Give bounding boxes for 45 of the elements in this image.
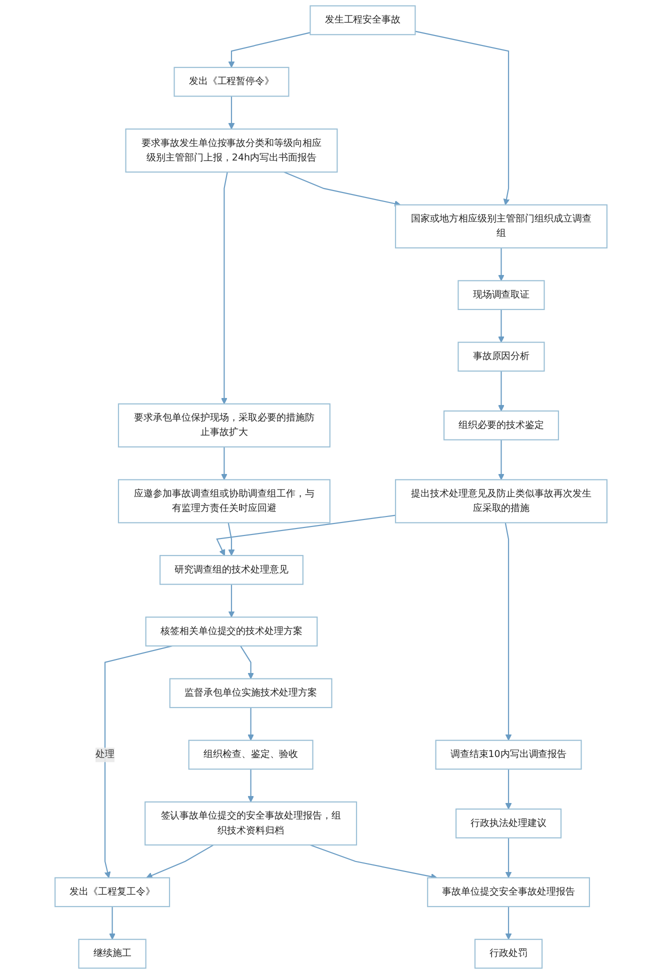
node-box: 提出技术处理意见及防止类似事故再次发生应采取的措施 [394,479,608,524]
node-box: 要求承包单位保护现场，采取必要的措施防止事故扩大 [118,403,330,448]
arrow [228,584,235,618]
node-box: 事故单位提交安全事故处理报告 [427,877,590,908]
node-box: 调查结束10内写出调查报告 [435,740,582,770]
arrow [284,172,401,207]
node-box: 发出《工程复工令》 [54,877,170,908]
node-box: 组织必要的技术鉴定 [443,410,559,440]
node-box: 行政执法处理建议 [455,808,562,838]
node-box: 监督承包单位实施技术处理方案 [169,678,332,708]
arrow [104,645,172,878]
node-box: 发出《工程暂停令》 [174,66,290,97]
arrow [505,769,512,810]
arrow [498,248,504,281]
node-box: 研究调查组的技术处理意见 [160,554,304,585]
arrow [498,309,504,343]
node-box: 国家或地方相应级别主管部门组织成立调查组 [394,204,608,248]
node-box: 核签相关单位提交的技术处理方案 [145,616,318,646]
arrow [498,371,504,412]
node-box: 发生工程安全事故 [310,5,416,36]
arrow [505,906,512,940]
arrow [109,906,116,940]
node-box: 行政处罚 [474,938,543,969]
node-box: 要求事故发生单位按事故分类和等级向相应级别主管部门上报，24h内写出书面报告 [125,128,338,173]
arrow [228,96,235,130]
node-box: 现场调查取证 [458,280,545,310]
arrow [248,708,254,741]
arrow [146,844,214,878]
node-box: 应邀参加事故调查组或协助调查组工作，与有监理方责任关时应回避 [118,479,330,524]
arrow [504,522,512,741]
node-box: 组织检查、鉴定、验收 [188,740,314,770]
node-box: 事故原因分析 [458,342,545,372]
arrow [228,32,310,68]
arrow [216,514,396,556]
arrow [221,446,228,480]
arrow [415,30,510,206]
arrow [248,769,254,802]
edge-label: 处理 [96,749,114,760]
arrow [228,522,235,556]
arrow [221,172,228,404]
arrow [498,440,504,480]
node-box: 签认事故单位提交的安全事故处理报告，组织技术资料归档 [144,801,358,846]
node-box: 继续施工 [78,938,146,969]
arrow [505,838,512,878]
arrow [240,646,254,680]
